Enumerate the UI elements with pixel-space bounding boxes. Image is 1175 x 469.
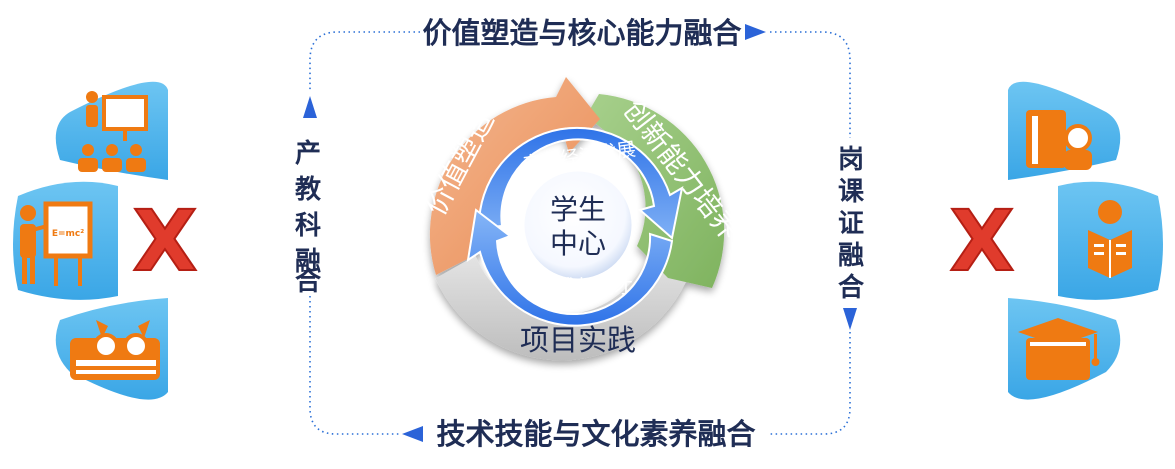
bottom-label: 技术技能与文化素养融合 xyxy=(436,417,755,451)
student-reading-icon xyxy=(1088,200,1132,278)
inner-cycle xyxy=(466,126,684,327)
value-shaping-arc xyxy=(429,77,600,275)
right-arrow-top-icon xyxy=(745,24,766,40)
up-arrow-left-icon xyxy=(303,96,317,118)
right-vertical-char: 合 xyxy=(838,272,865,303)
project-practice-label: 项目实践 xyxy=(520,323,636,357)
reader-book-icon xyxy=(1026,110,1092,170)
glasses-book-icon xyxy=(70,320,160,380)
student-growth-arrow xyxy=(466,208,674,327)
right-vertical-char: 岗 xyxy=(838,145,864,175)
svg-text:E=mc²: E=mc² xyxy=(52,229,84,239)
dotted-frame xyxy=(309,31,851,435)
right-cross-mark: X xyxy=(950,192,1015,290)
hub-line-2: 中心 xyxy=(550,227,606,260)
student-growth-label: 学生成长成才 xyxy=(519,276,633,298)
right-vertical-char: 证 xyxy=(838,209,864,239)
hub-line-1: 学生 xyxy=(550,193,606,226)
left-vertical-char: 合 xyxy=(295,266,322,297)
left-vertical-char: 产 xyxy=(295,139,321,169)
left-vertical-char: 科 xyxy=(295,211,321,241)
down-arrow-right-icon xyxy=(843,308,857,330)
presentation-audience-icon xyxy=(78,91,148,172)
right-vertical-char: 课 xyxy=(838,177,865,207)
teacher-formula-board-icon: E=mc² xyxy=(20,201,93,286)
top-label: 价值塑造与核心能力融合 xyxy=(422,16,741,50)
student-center-hub xyxy=(521,168,635,282)
left-cross-mark: X xyxy=(133,192,198,290)
right-vertical-label: 岗 课 证 融 合 xyxy=(838,145,865,303)
right-vertical-char: 融 xyxy=(838,241,864,271)
left-vertical-char: 教 xyxy=(295,175,321,205)
left-vertical-label: 产 教 科 融 合 xyxy=(295,139,322,297)
left-vertical-char: 融 xyxy=(295,247,321,277)
right-icon-fan xyxy=(1008,81,1163,400)
left-arrow-bottom-icon xyxy=(402,426,423,442)
left-icon-fan: E=mc² xyxy=(13,81,168,400)
industry-economy-arrow xyxy=(477,126,684,240)
project-practice-arc xyxy=(435,255,690,361)
graduation-cap-icon xyxy=(1018,318,1100,380)
